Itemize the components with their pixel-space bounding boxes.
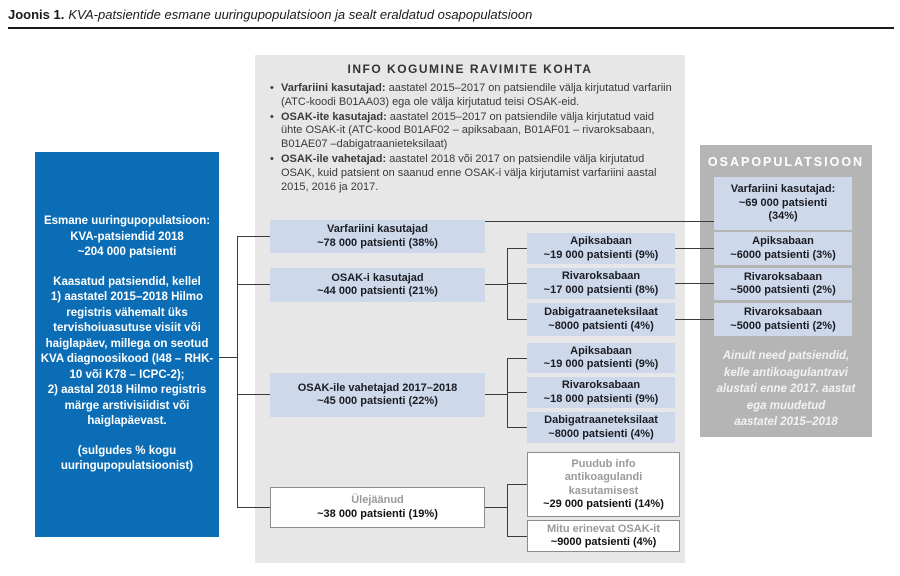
info-bullet-vahetajad: OSAK-ile vahetajad: aastatel 2018 või 20… xyxy=(268,153,676,194)
flow-box-mitu-erinevat-osak: Mitu erinevat OSAK-it ~9000 patsienti (4… xyxy=(527,520,680,552)
box-title: Rivaroksabaan xyxy=(561,379,641,391)
primary-population-note: (sulgudes % kogu uuringupopulatsioonist) xyxy=(60,444,194,473)
box-value: ~9000 patsienti (4%) xyxy=(550,536,657,548)
connector-line xyxy=(485,394,507,395)
flow-box-puudub-info: Puudub info antikoagulandi kasutamisest … xyxy=(527,452,680,517)
box-title: OSAK-i kasutajad xyxy=(331,271,424,284)
subpopulation-note: Ainult need patsiendid, kelle antikoagul… xyxy=(716,350,856,428)
bullet-lead: OSAK-ile vahetajad: xyxy=(281,152,387,165)
connector-line xyxy=(237,507,270,508)
sub-box-rivaroksabaan-2: Rivaroksabaan ~5000 patsienti (2%) xyxy=(714,303,852,336)
connector-line xyxy=(675,248,714,249)
connector-line xyxy=(507,283,527,284)
connector-line xyxy=(507,358,508,428)
box-title: Dabigatraaneteksilaat xyxy=(544,306,658,318)
box-value: ~6000 patsienti (3%) xyxy=(730,248,836,261)
sub-box-rivaroksabaan-1: Rivaroksabaan ~5000 patsienti (2%) xyxy=(714,268,852,300)
box-title: Apiksabaan xyxy=(570,235,632,247)
box-title: Mitu erinevat OSAK-it xyxy=(546,522,661,535)
bullet-lead: Varfariini kasutajad: xyxy=(281,82,386,94)
connector-line xyxy=(237,236,238,508)
box-value: ~45 000 patsienti (22%) xyxy=(317,395,438,407)
box-value: ~38 000 patsienti (19%) xyxy=(317,507,438,520)
connector-line xyxy=(237,394,270,395)
connector-line xyxy=(507,484,508,537)
bullet-body: aastatel 2015–2017 on patsiendile välja … xyxy=(281,82,672,108)
flow-box-ylejaanud: Ülejäänud ~38 000 patsienti (19%) xyxy=(270,487,485,528)
bullet-body: aastatel 2015–2017 on patsiendile välja … xyxy=(281,110,655,151)
box-title: Rivaroksabaan xyxy=(561,270,641,282)
box-title: Rivaroksabaan xyxy=(743,306,823,318)
info-bullet-osak: OSAK-ite kasutajad: aastatel 2015–2017 o… xyxy=(268,111,676,152)
connector-line xyxy=(507,484,527,485)
sub-box-varfariini: Varfariini kasutajad: ~69 000 patsienti … xyxy=(714,177,852,230)
box-value: ~5000 patsienti (2%) xyxy=(730,319,836,332)
box-value: ~69 000 patsienti (34%) xyxy=(738,196,828,223)
box-value: ~19 000 patsienti (9%) xyxy=(543,248,659,261)
sub-box-apiksabaan: Apiksabaan ~6000 patsienti (3%) xyxy=(714,232,852,265)
box-title: Apiksabaan xyxy=(570,344,632,357)
box-value: ~8000 patsienti (4%) xyxy=(548,319,654,332)
info-panel-header: INFO KOGUMINE RAVIMITE KOHTA xyxy=(347,62,593,76)
box-title: Ülejäänud xyxy=(351,494,404,506)
bullet-lead: OSAK-ite kasutajad: xyxy=(281,110,387,123)
flow-box-vahetajad-apiksabaan: Apiksabaan ~19 000 patsienti (9%) xyxy=(527,343,675,373)
box-value: ~8000 patsienti (4%) xyxy=(548,427,654,440)
box-title: Dabigatraaneteksilaat xyxy=(544,414,658,426)
figure-label: Joonis 1. xyxy=(8,7,65,22)
subpopulation-header: OSAPOPULATSIOON xyxy=(707,155,865,169)
box-value: ~78 000 patsienti (38%) xyxy=(317,236,438,249)
primary-population-box: Esmane uuringupopulatsioon: KVA-patsiend… xyxy=(35,152,219,537)
box-value: ~44 000 patsienti (21%) xyxy=(317,285,438,297)
box-title: Rivaroksabaan xyxy=(743,270,823,283)
flow-box-osak-dabigatraan: Dabigatraaneteksilaat ~8000 patsienti (4… xyxy=(527,303,675,336)
connector-line xyxy=(507,427,527,428)
primary-population-heading: Esmane uuringupopulatsioon: KVA-patsiend… xyxy=(43,215,211,259)
connector-line xyxy=(507,248,508,320)
box-value: ~18 000 patsienti (9%) xyxy=(543,392,659,405)
box-value: ~19 000 patsienti (9%) xyxy=(543,358,659,370)
box-value: ~17 000 patsienti (8%) xyxy=(543,283,659,296)
connector-line xyxy=(237,284,270,285)
box-title: Varfariini kasutajad: xyxy=(730,183,836,196)
info-bullet-varfariini: Varfariini kasutajad: aastatel 2015–2017… xyxy=(268,82,676,110)
box-title: Apiksabaan xyxy=(752,235,814,247)
flow-box-vahetajad-rivaroksabaan: Rivaroksabaan ~18 000 patsienti (9%) xyxy=(527,377,675,408)
box-title: Puudub info antikoagulandi kasutamisest xyxy=(564,457,643,497)
connector-line xyxy=(507,536,527,537)
connector-line xyxy=(237,236,270,237)
flow-box-osak-kasutajad: OSAK-i kasutajad ~44 000 patsienti (21%) xyxy=(270,268,485,302)
title-divider xyxy=(8,27,894,29)
info-bullet-list: Varfariini kasutajad: aastatel 2015–2017… xyxy=(268,82,676,195)
connector-line xyxy=(485,284,507,285)
connector-line xyxy=(218,357,237,358)
primary-population-criteria: Kaasatud patsiendid, kellel 1) aastatel … xyxy=(40,275,214,428)
bullet-body: aastatel 2018 või 2017 on patsiendile vä… xyxy=(281,152,657,193)
box-value: ~5000 patsienti (2%) xyxy=(730,284,836,296)
flow-box-osak-rivaroksabaan: Rivaroksabaan ~17 000 patsienti (8%) xyxy=(527,268,675,299)
connector-line xyxy=(507,248,527,249)
connector-line xyxy=(507,392,527,393)
connector-line xyxy=(485,221,714,222)
connector-line xyxy=(507,358,527,359)
box-title: OSAK-ile vahetajad 2017–2018 xyxy=(297,381,458,394)
connector-line xyxy=(485,507,507,508)
connector-line xyxy=(675,319,714,320)
figure-title: Joonis 1.KVA-patsientide esmane uuringup… xyxy=(8,7,532,22)
connector-line xyxy=(507,319,527,320)
flow-box-osak-vahetajad: OSAK-ile vahetajad 2017–2018 ~45 000 pat… xyxy=(270,373,485,417)
box-title: Varfariini kasutajad xyxy=(327,223,428,235)
connector-line xyxy=(675,283,714,284)
flow-box-vahetajad-dabigatraan: Dabigatraaneteksilaat ~8000 patsienti (4… xyxy=(527,412,675,443)
flow-box-varfariini-kasutajad: Varfariini kasutajad ~78 000 patsienti (… xyxy=(270,220,485,253)
flow-box-osak-apiksabaan: Apiksabaan ~19 000 patsienti (9%) xyxy=(527,233,675,264)
box-value: ~29 000 patsienti (14%) xyxy=(543,498,664,510)
figure-title-text: KVA-patsientide esmane uuringupopulatsio… xyxy=(68,7,533,22)
